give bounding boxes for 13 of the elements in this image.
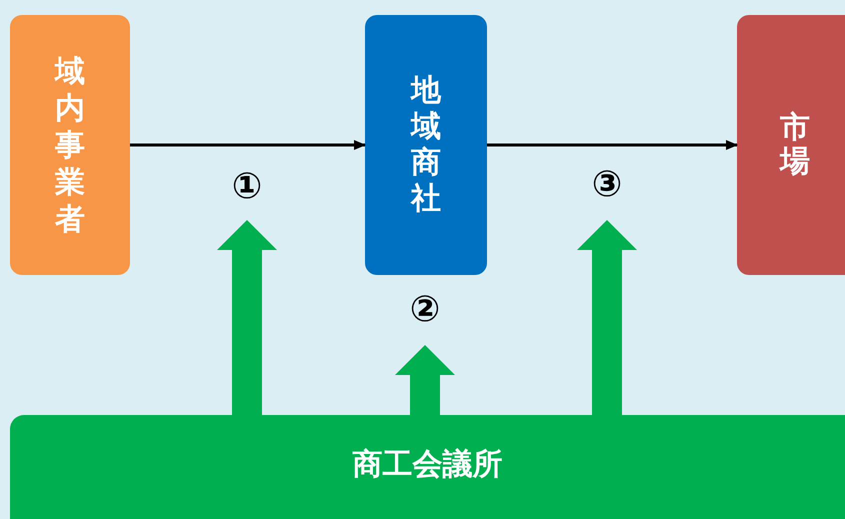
arrow bbox=[130, 140, 366, 150]
block-arrow bbox=[217, 220, 277, 415]
process-box bbox=[365, 15, 487, 275]
box-label: 域内事業者 bbox=[53, 52, 86, 238]
box-label: 商工会議所 bbox=[352, 447, 502, 483]
block-arrow bbox=[577, 220, 637, 415]
process-box bbox=[10, 15, 130, 275]
box-label: 地域商社 bbox=[409, 73, 442, 217]
box-label: 市場 bbox=[778, 111, 811, 179]
arrow bbox=[487, 140, 738, 150]
process-box bbox=[737, 15, 845, 275]
support-band bbox=[10, 415, 845, 519]
block-arrow bbox=[395, 345, 455, 415]
